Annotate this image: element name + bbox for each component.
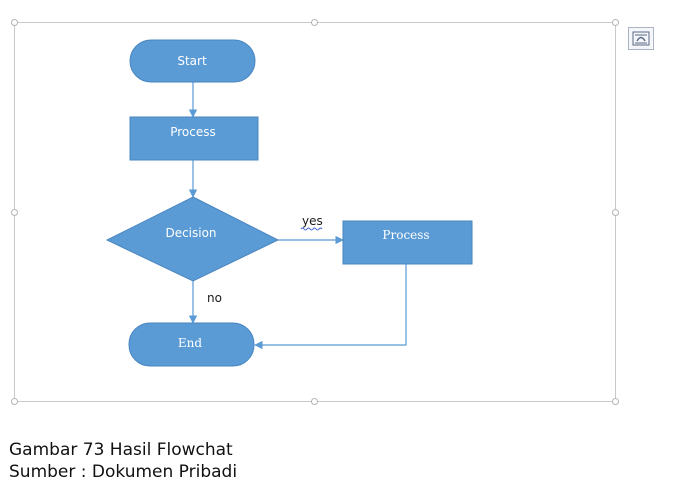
figure-source: Sumber : Dokumen Pribadi (9, 462, 238, 482)
process-box-1[interactable] (129, 116, 259, 161)
yes-label: yes (302, 214, 323, 228)
start-label: Start (177, 54, 207, 68)
resize-handle-middle-left[interactable] (11, 209, 18, 216)
figure-caption: Gambar 73 Hasil Flowchat (9, 440, 233, 460)
start-terminator[interactable] (129, 39, 256, 83)
layout-options-icon (632, 31, 650, 46)
resize-handle-bottom-right[interactable] (612, 398, 619, 405)
process-1-label: Process (170, 125, 216, 139)
no-label: no (207, 291, 222, 305)
resize-handle-top-left[interactable] (11, 19, 18, 26)
end-terminator[interactable] (128, 322, 255, 367)
end-label: End (178, 336, 202, 350)
resize-handle-top-middle[interactable] (311, 19, 318, 26)
resize-handle-bottom-middle[interactable] (311, 398, 318, 405)
spellcheck-underline (300, 227, 323, 231)
decision-label: Decision (165, 226, 216, 240)
decision-diamond[interactable] (105, 196, 280, 282)
connector-process-to-end[interactable] (254, 264, 407, 350)
resize-handle-middle-right[interactable] (612, 209, 619, 216)
resize-handle-bottom-left[interactable] (11, 398, 18, 405)
resize-handle-top-right[interactable] (612, 19, 619, 26)
layout-options-button[interactable] (628, 27, 654, 50)
process-box-2[interactable] (342, 220, 473, 265)
process-2-label: Process (382, 228, 429, 242)
